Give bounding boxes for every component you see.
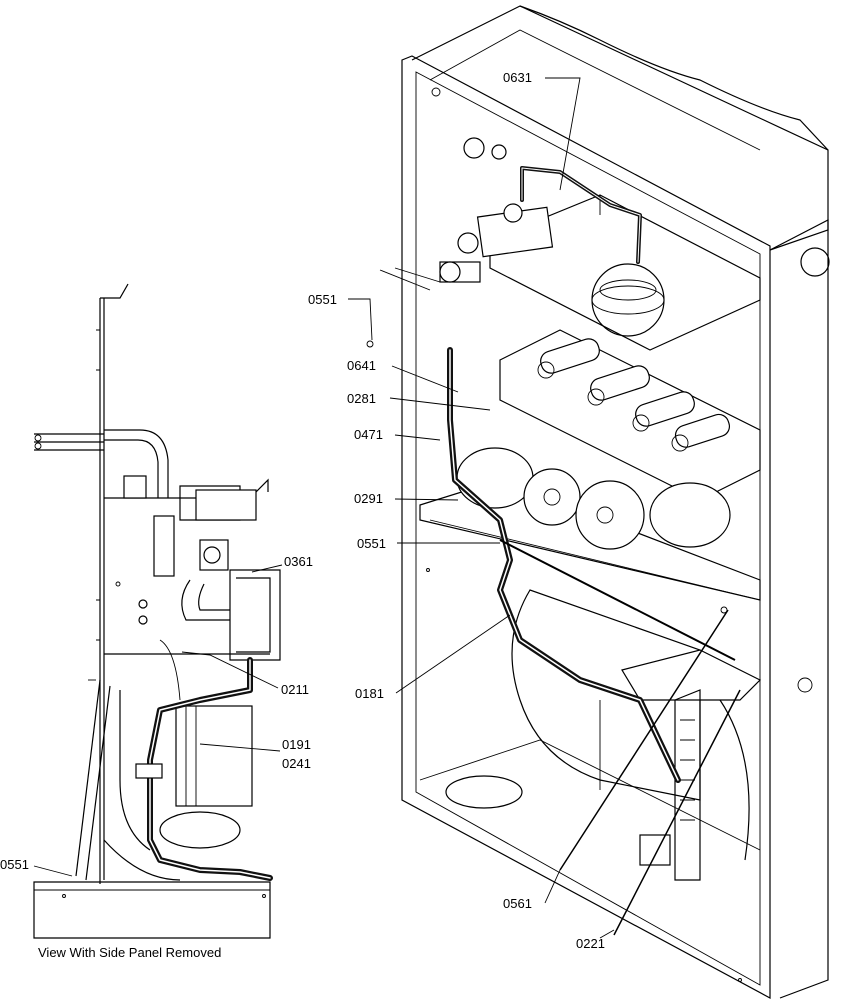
callout-0561: 0561 xyxy=(503,896,532,911)
control-board xyxy=(621,649,762,881)
callout-0641: 0641 xyxy=(347,358,376,373)
callout-0471: 0471 xyxy=(354,427,383,442)
callout-0551-mid: 0551 xyxy=(357,536,386,551)
callout-labels: 0631 0551 0641 0281 0471 0291 0551 0181 … xyxy=(0,70,605,951)
callout-0631: 0631 xyxy=(503,70,532,85)
leader-lines xyxy=(33,77,615,939)
callout-0551-side: 0551 xyxy=(0,857,29,872)
callout-0191: 0191 xyxy=(282,737,311,752)
gas-valve xyxy=(439,203,554,283)
main-cabinet-view xyxy=(366,5,830,1000)
side-view-caption: View With Side Panel Removed xyxy=(38,945,221,960)
callout-0211: 0211 xyxy=(281,682,309,697)
callout-0181: 0181 xyxy=(355,686,384,701)
callout-0221: 0221 xyxy=(576,936,605,951)
callout-0361: 0361 xyxy=(284,554,313,569)
callout-0291: 0291 xyxy=(354,491,383,506)
callout-0281: 0281 xyxy=(347,391,376,406)
burner-tubes xyxy=(537,338,731,452)
blower-housing xyxy=(511,589,750,861)
callout-0551-top: 0551 xyxy=(308,292,337,307)
side-panel-view xyxy=(33,283,281,939)
callout-0241: 0241 xyxy=(282,756,311,771)
inducer-motor xyxy=(456,447,731,550)
